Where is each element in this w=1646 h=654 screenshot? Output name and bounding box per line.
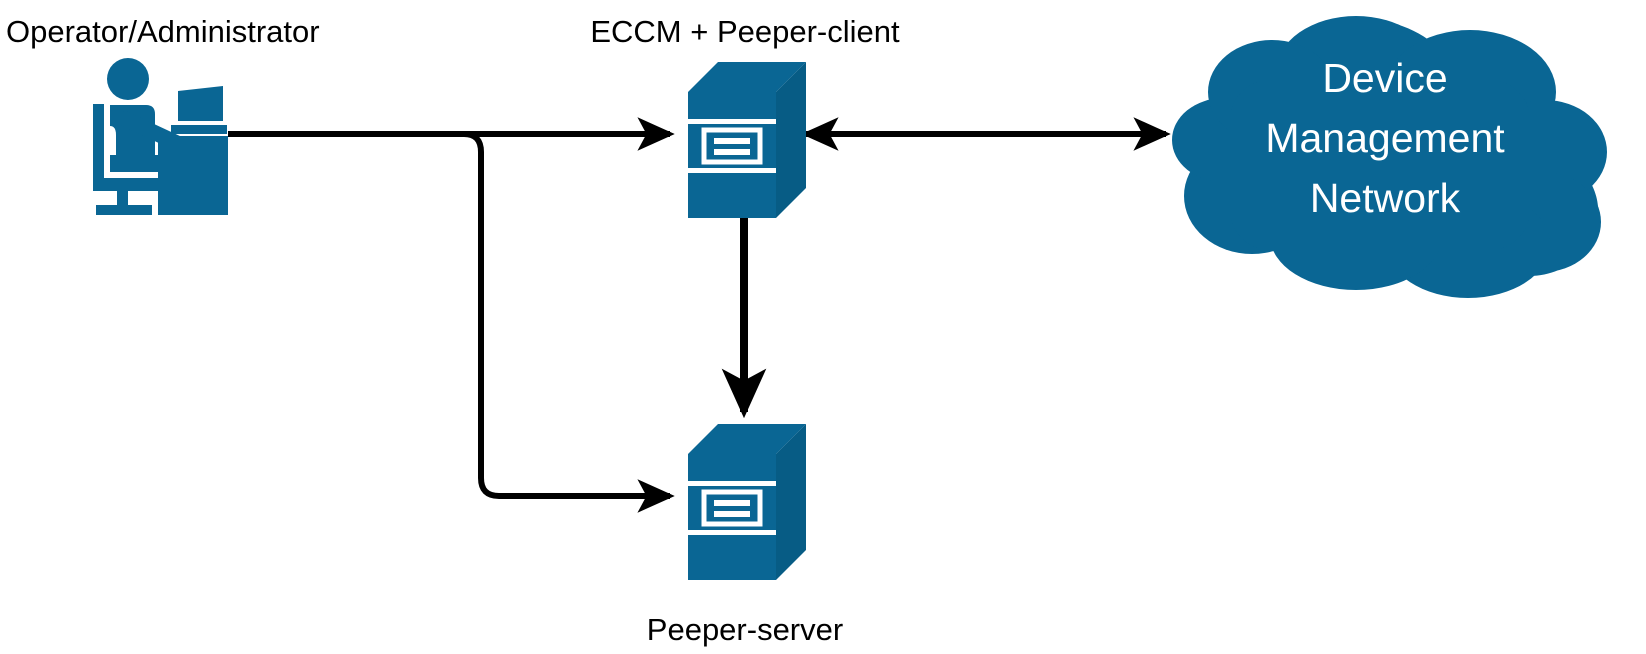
eccm-label: ECCM + Peeper-client: [590, 14, 900, 49]
cloud-icon-device-management-network: [1172, 16, 1607, 298]
server-icon-peeper-server: [688, 424, 806, 580]
cloud-label-line-2: Management: [1265, 115, 1505, 161]
operator-at-desk-icon: [93, 58, 228, 215]
connector-layer: [228, 117, 1171, 513]
server-icon-eccm: [688, 62, 806, 218]
peeper-server-label: Peeper-server: [647, 612, 843, 647]
operator-label: Operator/Administrator: [6, 14, 320, 49]
cloud-label-line-3: Network: [1310, 175, 1461, 221]
cloud-label-line-1: Device: [1322, 55, 1447, 101]
connector-operator-to-peeper-server: [228, 131, 675, 513]
